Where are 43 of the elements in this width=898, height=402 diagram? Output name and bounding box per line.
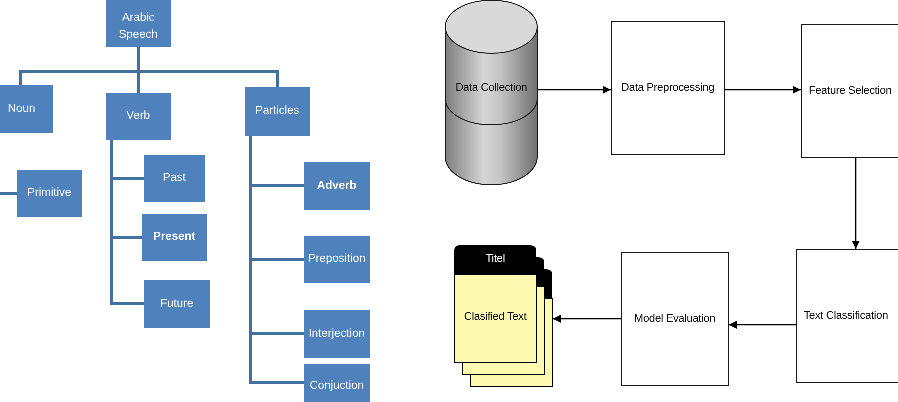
node-label: Arabic Speech (118, 10, 159, 42)
category-box (144, 280, 210, 328)
arrow (553, 315, 621, 323)
node-label: Present (153, 230, 196, 246)
arrow (729, 321, 796, 329)
connector-line (0, 192, 17, 195)
category-box (304, 364, 370, 402)
node-label: Conjuction (310, 379, 364, 394)
node-label: Past (162, 171, 186, 186)
category-box (304, 162, 370, 210)
node-label: Primitive (27, 186, 72, 202)
node-label: Data Preprocessing (621, 82, 714, 94)
category-box (0, 85, 53, 133)
node-label: Noun (8, 102, 36, 117)
process-box (621, 252, 729, 386)
node-label: Adverb (317, 178, 357, 194)
document-title: Titel (484, 253, 506, 266)
node-label: Preposition (308, 252, 366, 268)
category-box (142, 214, 207, 261)
node-label: Data Collection (454, 82, 528, 96)
process-box (611, 21, 725, 155)
node-label: Verb (126, 109, 150, 124)
node-label: Future (160, 296, 194, 312)
arrow (538, 86, 611, 94)
connector-line (250, 136, 304, 384)
category-box (106, 0, 171, 47)
node-label: Feature Selection (809, 85, 892, 97)
process-box (796, 249, 898, 383)
document-label: Clasified Text (463, 311, 528, 324)
arrow (852, 158, 860, 249)
node-label: Particles (255, 104, 300, 120)
node-label: Model Evaluation (634, 313, 716, 325)
connector-line (137, 47, 279, 87)
process-box (801, 24, 898, 158)
category-box (144, 155, 205, 202)
category-box (304, 236, 370, 283)
category-box (245, 87, 310, 136)
node-label: Text Classification (804, 310, 888, 322)
category-box (304, 310, 370, 358)
category-box (17, 170, 82, 217)
category-box (106, 93, 171, 140)
arrow (725, 86, 801, 94)
node-label: Interjection (308, 326, 366, 342)
